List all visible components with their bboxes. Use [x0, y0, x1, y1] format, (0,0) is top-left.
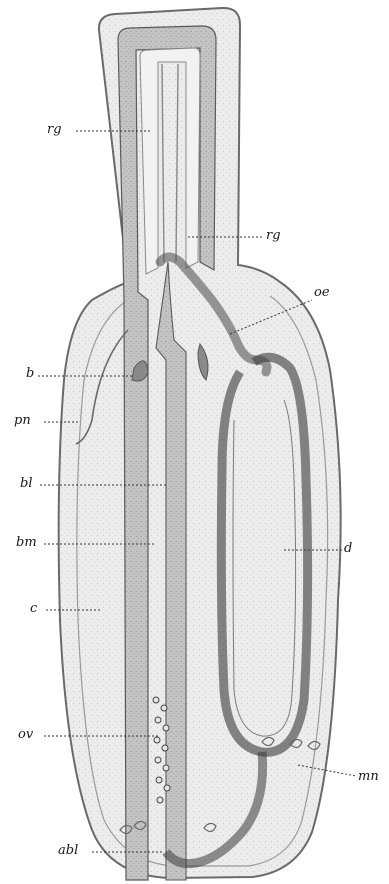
label-abl: abl — [58, 844, 78, 857]
label-pn: pn — [14, 414, 31, 427]
label-ov: ov — [18, 728, 33, 741]
label-oe: oe — [314, 286, 330, 299]
label-rg-mid: rg — [266, 229, 281, 242]
label-mn: mn — [358, 770, 379, 783]
label-d: d — [344, 542, 352, 555]
label-bl: bl — [20, 477, 32, 490]
intestine-inner — [233, 400, 296, 736]
label-b: b — [26, 367, 34, 380]
label-bm: bm — [16, 536, 37, 549]
label-rg-top: rg — [47, 123, 62, 136]
label-c: c — [30, 602, 37, 615]
